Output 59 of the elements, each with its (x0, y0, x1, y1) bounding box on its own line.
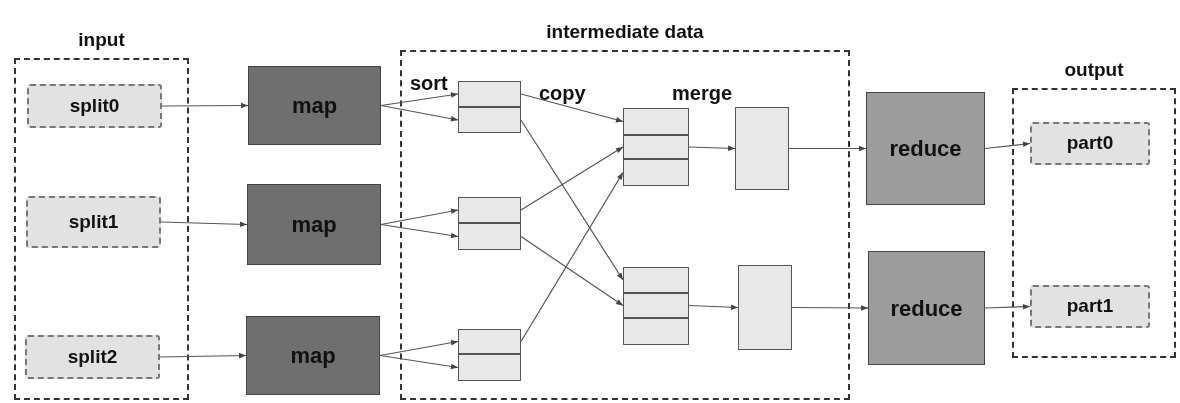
buffer-segment (623, 108, 689, 135)
buffer-segment (458, 223, 521, 250)
stage-label: merge (672, 81, 733, 106)
arrow (520, 235, 624, 307)
node-label: split1 (68, 209, 119, 234)
data-block (1030, 285, 1150, 328)
stage-label: sort (410, 71, 448, 96)
data-block (27, 84, 162, 128)
buffer-segment (623, 159, 689, 186)
arrow (380, 208, 459, 226)
buffer-segment (623, 318, 689, 345)
group-heading: input (77, 28, 126, 52)
buffer-segment (458, 197, 521, 223)
node-label: split2 (67, 344, 118, 369)
node-label: map (290, 342, 336, 370)
buffer-segment (458, 81, 521, 107)
arrow (520, 171, 624, 343)
group-heading: intermediate data (545, 20, 705, 44)
arrow (159, 352, 247, 359)
arrow (984, 141, 1031, 150)
arrow (380, 104, 459, 122)
arrow (984, 303, 1031, 310)
buffer-segment (458, 329, 521, 354)
node-label: map (291, 92, 338, 120)
arrow (520, 119, 624, 281)
buffer-segment (735, 107, 789, 190)
data-block (26, 196, 161, 248)
map-box (246, 316, 380, 395)
buffer-segment (623, 267, 689, 293)
arrow (520, 93, 624, 123)
arrow (380, 223, 459, 239)
stage-label: copy (539, 81, 586, 106)
buffer-segment (458, 354, 521, 381)
data-block (1030, 122, 1150, 165)
node-label: part0 (1066, 131, 1114, 156)
arrow (160, 221, 248, 228)
map-box (247, 184, 381, 265)
arrow (788, 145, 867, 152)
buffer-segment (623, 293, 689, 318)
node-label: split0 (69, 93, 120, 118)
node-label: map (291, 211, 337, 239)
arrow (161, 102, 249, 109)
node-label: part1 (1066, 294, 1114, 319)
buffer-segment (738, 265, 792, 350)
map-box (248, 66, 381, 145)
arrow (379, 340, 459, 357)
reduce-box (868, 251, 985, 365)
buffer-segment (458, 107, 521, 133)
arrow (520, 146, 624, 211)
buffer-segment (623, 135, 689, 159)
arrow (791, 305, 869, 311)
arrow (379, 354, 459, 370)
reduce-box (866, 92, 985, 205)
node-label: reduce (890, 294, 963, 323)
group-heading: output (1063, 58, 1125, 82)
arrow (688, 145, 736, 152)
arrow (688, 304, 739, 310)
data-block (25, 335, 160, 379)
node-label: reduce (889, 135, 962, 163)
